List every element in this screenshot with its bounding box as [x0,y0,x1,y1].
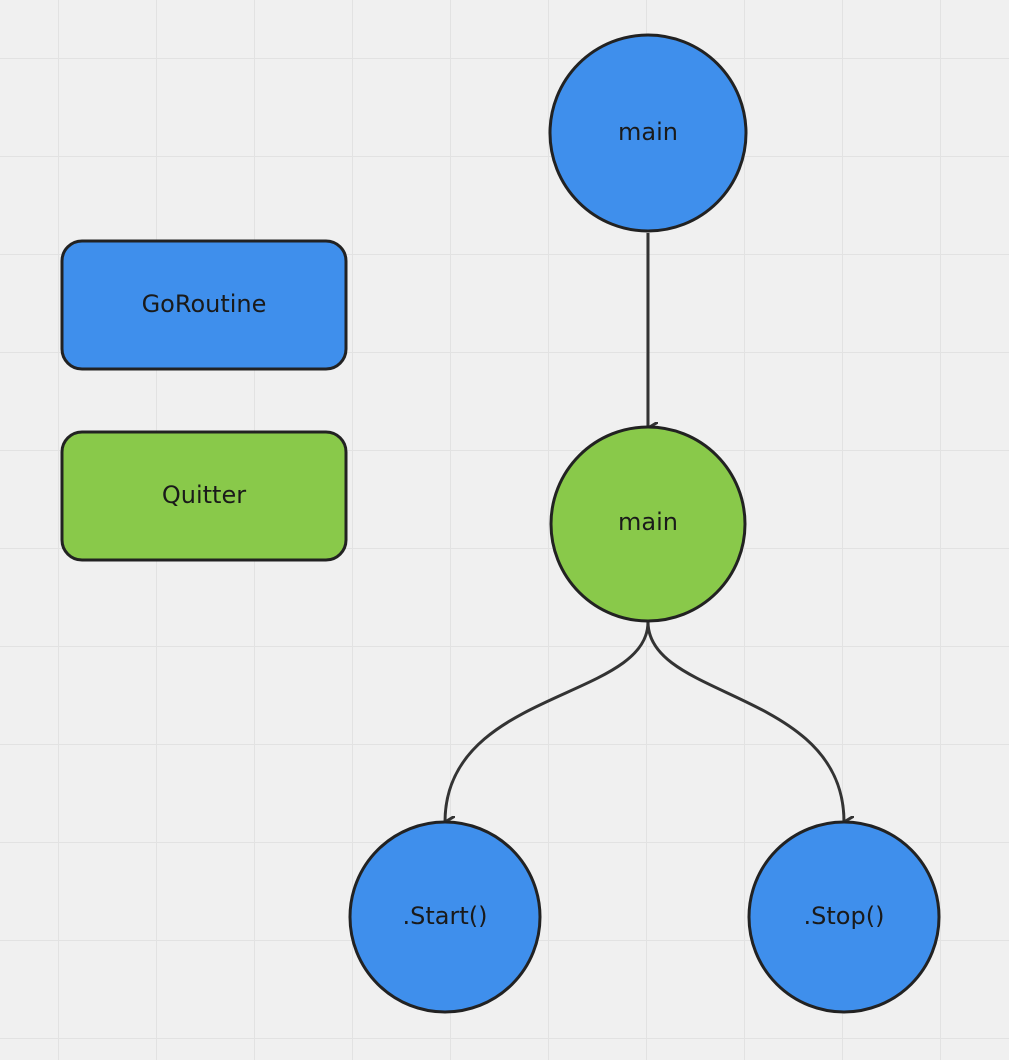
node-start-shape [348,820,542,1014]
node-stop-shape [747,820,941,1014]
legend-quitter[interactable]: Quitter [60,430,348,562]
legend-goroutine-label: GoRoutine [142,290,267,318]
edge-main-to-stop [646,621,844,822]
node-stop[interactable]: .Stop() [747,820,941,1014]
legend-goroutine-box [60,239,348,371]
edge-main-to-start [445,621,650,822]
node-main-quitter[interactable]: main [549,425,747,623]
node-start[interactable]: .Start() [348,820,542,1014]
node-main-goroutine[interactable]: main [548,33,748,233]
node-main-goroutine-label: main [618,118,678,146]
node-stop-label: .Stop() [804,902,885,930]
node-start-label: .Start() [403,902,488,930]
legend-quitter-label: Quitter [162,481,246,509]
node-main-quitter-label: main [618,508,678,536]
node-main-quitter-shape [549,425,747,623]
legend-goroutine[interactable]: GoRoutine [60,239,348,371]
legend-quitter-box [60,430,348,562]
node-main-goroutine-shape [548,33,748,233]
